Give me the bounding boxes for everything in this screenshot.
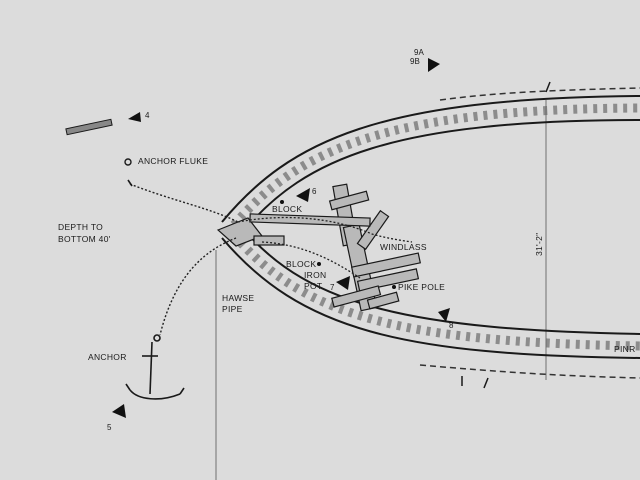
- hull-lower-plank: [230, 232, 640, 351]
- label-pike-pole: PIKE POLE: [398, 282, 445, 292]
- hull-upper-inner: [245, 119, 640, 229]
- label-pipe: PIPE: [222, 304, 243, 314]
- block-beam-upper: [249, 213, 371, 227]
- marker-number-8: 8: [449, 321, 454, 330]
- marker-arrow-9: [428, 58, 440, 72]
- marker-arrow-4: [128, 112, 141, 122]
- deck-rail-upper: [439, 87, 640, 101]
- marker-number-6: 6: [312, 187, 317, 196]
- chain-to-anchor: [159, 237, 237, 336]
- hull-upper-plank: [230, 103, 640, 228]
- windlass: [328, 183, 422, 312]
- label-iron: IRON: [304, 270, 326, 280]
- deck-rail-lower: [419, 364, 640, 379]
- hull-upper-outer: [221, 95, 640, 223]
- label-hawse: HAWSE: [222, 293, 254, 303]
- label-windlass: WINDLASS: [380, 242, 427, 252]
- rope-anchor-fluke: [129, 183, 239, 223]
- marker-arrow-8: [438, 308, 450, 322]
- label-pot: POT: [304, 281, 322, 291]
- pike-pole-dot: [392, 285, 396, 289]
- dimension-label: 31'-2": [534, 233, 544, 256]
- block-dot-lower: [317, 262, 321, 266]
- block-dot-upper: [280, 200, 284, 204]
- marker-arrow-7: [336, 276, 350, 290]
- anchor-fluke-icon: [65, 118, 133, 187]
- marker-arrow-5: [112, 404, 126, 418]
- marker-number-9a: 9A: [414, 48, 424, 57]
- marker-number-7: 7: [330, 283, 335, 292]
- label-anchor: ANCHOR: [88, 352, 127, 362]
- chain-to-pot: [261, 241, 361, 279]
- label-block-upper: BLOCK: [272, 204, 302, 214]
- label-anchor-fluke: ANCHOR FLUKE: [138, 156, 208, 166]
- marker-number-5: 5: [107, 423, 112, 432]
- rope-to-windlass: [237, 216, 413, 243]
- label-depth: DEPTH TO: [58, 222, 103, 232]
- hull-lower-outer: [221, 237, 640, 359]
- marker-number-4: 4: [145, 111, 150, 120]
- marker-number-9b: 9B: [410, 57, 420, 66]
- hull-lower-inner: [245, 231, 640, 335]
- anchor-icon: [125, 334, 185, 400]
- mooring-pins: [461, 81, 551, 389]
- label-block-lower: BLOCK: [286, 259, 316, 269]
- marker-arrow-6: [296, 188, 310, 202]
- label-depth-2: BOTTOM 40': [58, 234, 111, 244]
- label-pinr: PINR: [614, 344, 636, 354]
- block-beam-lower: [253, 235, 285, 246]
